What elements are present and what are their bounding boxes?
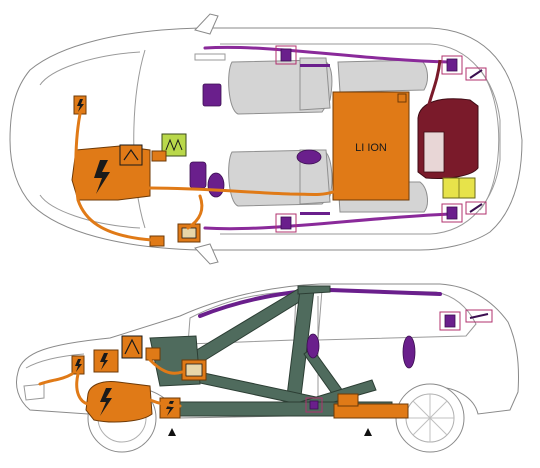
sensor-rear-right (441, 203, 463, 223)
side-battery-connector (337, 393, 359, 407)
side-hv-cable-1 (75, 372, 90, 406)
top-windshield (133, 49, 146, 229)
sensor-front-right (275, 213, 297, 233)
wheel-arch-top-left (194, 53, 226, 61)
curtain-airbag-rail-right (203, 212, 452, 231)
top-hood-line-2 (39, 194, 141, 229)
door-stripe-right (300, 212, 330, 215)
side-hv-cable-2 (148, 398, 182, 408)
lift-point-rear-triangle-icon (364, 428, 372, 436)
gas-strut-rear-left (465, 67, 487, 81)
low-voltage-cable (426, 59, 442, 109)
hv-service-disconnect-symbol (181, 227, 197, 239)
front-hv-unit-symbol-icon (123, 148, 139, 161)
gas-strut-rear-right (465, 201, 487, 215)
side-hv-box-2-bolt-icon (100, 353, 108, 370)
front-seat-left-back (299, 57, 331, 111)
side-hv-symbol-icon (124, 338, 140, 355)
side-hv-symbol-box (121, 335, 143, 359)
hv-junction-box (151, 150, 167, 162)
charge-controller-symbol-icon (165, 138, 183, 152)
top-hood-line (39, 51, 141, 86)
side-view (16, 283, 519, 453)
front-hv-unit-symbol (119, 144, 143, 166)
front-airbag-driver (202, 83, 222, 107)
side-hv-cable-4 (38, 372, 74, 386)
side-hv-motor-bolt-icon (100, 388, 112, 416)
traction-battery-terminal (397, 93, 407, 103)
rear-seat-left (337, 59, 428, 93)
top-rear-window (479, 69, 500, 211)
low-voltage-battery-cells (423, 131, 445, 173)
side-grille (23, 383, 45, 401)
front-hv-unit-bolt-icon (94, 160, 110, 194)
side-sensor-b-pillar (305, 397, 323, 413)
hv-cable-main-top (148, 186, 335, 196)
side-window-front (187, 291, 297, 345)
charge-controller (161, 133, 187, 157)
top-mirror-left (194, 13, 219, 35)
hv-warning-box-front-bolt-icon (77, 99, 84, 112)
side-hv-warning-box-bolt-icon (75, 359, 82, 372)
side-headlight (25, 353, 85, 369)
top-roof-line (220, 43, 501, 235)
side-sensor-rear (439, 311, 461, 331)
traction-battery-label: LI ION (355, 142, 387, 154)
side-hv-junction (145, 347, 161, 361)
hv-cable-branch-top (186, 194, 204, 230)
sensor-rear-left (441, 55, 463, 75)
lift-point-front-triangle-icon (168, 428, 176, 436)
side-gas-strut (465, 309, 493, 323)
rear-window-airbag (402, 335, 416, 369)
side-hv-cable-3 (148, 358, 184, 375)
traction-battery (332, 91, 410, 201)
door-stripe-left (300, 64, 330, 67)
top-view: LI ION (9, 13, 523, 265)
top-mirror-right (194, 243, 219, 265)
side-hv-disconnect-symbol (185, 363, 203, 377)
curtain-airbag-rail-left (203, 45, 452, 64)
hv-cable-front-top (74, 112, 154, 242)
passenger-airbag (207, 172, 225, 198)
roof-reinforcement (297, 285, 331, 295)
sensor-front-left (275, 45, 297, 65)
side-hv-motor (85, 381, 153, 423)
dashboard-airbag (189, 161, 207, 189)
seat-airbag-side (306, 333, 320, 359)
seat-side-airbag (296, 149, 322, 165)
side-battery-pack (333, 403, 409, 419)
